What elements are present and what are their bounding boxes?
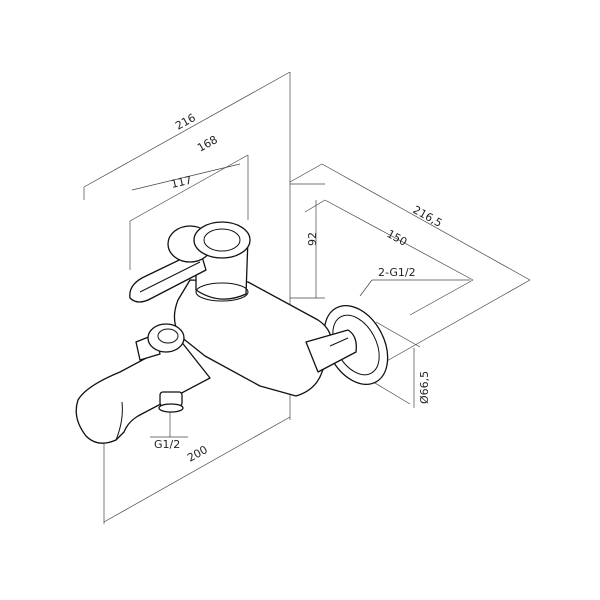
connection-arm-detail (329, 337, 349, 347)
dim-center-distance: 150 (385, 227, 410, 249)
dim-connection-thread: 2-G1/2 (378, 266, 416, 279)
diverter-knob (147, 323, 185, 353)
main-body-shape (173, 279, 333, 397)
dim-height: 92 (306, 232, 319, 246)
dim-cartridge-width: 117 (170, 174, 193, 191)
dim-lever-width: 168 (195, 133, 220, 155)
connection-arm (305, 329, 357, 373)
shower-outlet-bottom (158, 403, 184, 413)
cartridge-cap (193, 221, 251, 259)
dim-flange-diameter: Ø66,5 (418, 371, 431, 404)
dim-spout-length: 200 (185, 443, 210, 465)
cartridge-bottom-ring (195, 282, 249, 302)
cartridge-cap-inner (203, 228, 241, 252)
lever-handle-edge (139, 261, 201, 293)
faucet-body (75, 221, 389, 444)
lever-handle (129, 249, 207, 303)
dimension-lines (83, 71, 531, 524)
spout (75, 339, 211, 444)
dim-depth: 216,5 (411, 203, 445, 230)
diverter-knob-inner (157, 328, 179, 344)
spout-tip-edge (115, 401, 123, 441)
dim-total-width: 216 (173, 111, 198, 133)
dim-shower-outlet-thread: G1/2 (154, 438, 180, 451)
